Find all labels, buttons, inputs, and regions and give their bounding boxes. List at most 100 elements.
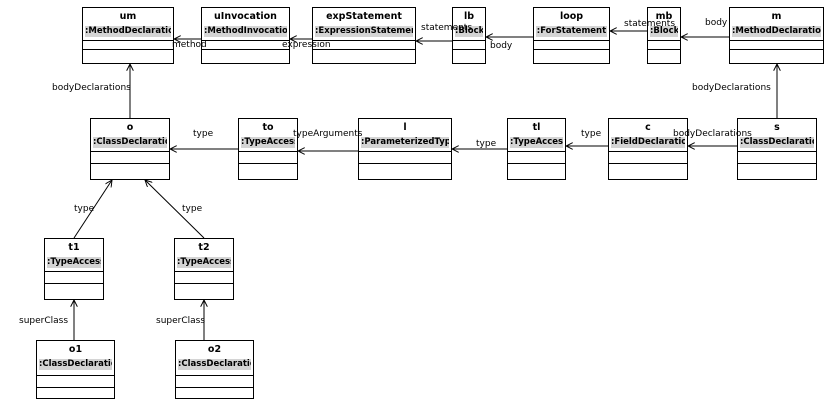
object-m[interactable]: m :MethodDeclaration — [729, 7, 824, 64]
compartment-divider — [91, 151, 169, 152]
compartment-divider — [91, 163, 169, 164]
object-uinvocation[interactable]: uInvocation :MethodInvocation — [201, 7, 290, 64]
object-class: :FieldDeclaration — [611, 137, 685, 148]
object-lb[interactable]: lb :Block — [452, 7, 486, 64]
edge-t2-to-o — [145, 180, 205, 239]
object-loop[interactable]: loop :ForStatement — [533, 7, 610, 64]
object-t2[interactable]: t2 :TypeAccess — [174, 238, 234, 300]
compartment-divider — [239, 151, 297, 152]
object-class: :MethodInvocation — [204, 26, 287, 37]
object-s[interactable]: s :ClassDeclaration — [737, 118, 817, 180]
object-name: uInvocation — [214, 11, 277, 22]
edge-label-statements-lb: statements — [421, 23, 473, 33]
compartment-divider — [359, 163, 451, 164]
compartment-divider — [453, 49, 485, 50]
object-name: o1 — [68, 344, 83, 355]
object-name: o — [126, 122, 134, 133]
object-name: t2 — [198, 242, 210, 253]
compartment-divider — [202, 40, 289, 41]
compartment-divider — [648, 40, 680, 41]
object-class: :ExpressionStatement — [315, 26, 413, 37]
object-class: :ClassDeclaration — [178, 359, 251, 370]
compartment-divider — [534, 40, 609, 41]
compartment-divider — [738, 163, 816, 164]
compartment-divider — [534, 49, 609, 50]
compartment-divider — [453, 40, 485, 41]
object-class: :Block — [650, 26, 678, 37]
object-tl[interactable]: tl :TypeAccess — [507, 118, 566, 180]
object-class: :Block — [455, 26, 483, 37]
edge-label-typearguments: typeArguments — [293, 129, 363, 139]
compartment-divider — [45, 271, 103, 272]
object-name: l — [403, 122, 407, 133]
object-um[interactable]: um :MethodDeclaration — [82, 7, 174, 64]
compartment-divider — [175, 283, 233, 284]
compartment-divider — [45, 283, 103, 284]
object-class: :MethodDeclaration — [85, 26, 171, 37]
compartment-divider — [730, 40, 823, 41]
compartment-divider — [176, 375, 253, 376]
compartment-divider — [83, 40, 173, 41]
compartment-divider — [176, 387, 253, 388]
object-name: o2 — [207, 344, 222, 355]
object-name: loop — [559, 11, 584, 22]
object-name: tl — [532, 122, 541, 133]
object-o[interactable]: o :ClassDeclaration — [90, 118, 170, 180]
object-name: mb — [655, 11, 673, 22]
compartment-divider — [648, 49, 680, 50]
edge-label-bodydeclarations-s-c: bodyDeclarations — [673, 129, 752, 139]
edge-label-bodydeclarations-o: bodyDeclarations — [52, 83, 131, 93]
edge-label-type-c: type — [581, 129, 602, 139]
edge-label-type-t1: type — [74, 204, 95, 214]
object-name: lb — [463, 11, 475, 22]
object-o2[interactable]: o2 :ClassDeclaration — [175, 340, 254, 399]
object-c[interactable]: c :FieldDeclaration — [608, 118, 688, 180]
edge-label-expression: expression — [282, 40, 331, 50]
object-class: :ParameterizedType — [361, 137, 449, 148]
object-class: :MethodDeclaration — [732, 26, 821, 37]
object-o1[interactable]: o1 :ClassDeclaration — [36, 340, 115, 399]
object-name: to — [262, 122, 274, 133]
object-to[interactable]: to :TypeAccess — [238, 118, 298, 180]
edge-label-body-m: body — [705, 18, 728, 28]
compartment-divider — [508, 151, 565, 152]
edge-label-type-to: type — [193, 129, 214, 139]
edge-label-statements-mb: statements — [624, 19, 676, 29]
compartment-divider — [313, 40, 415, 41]
compartment-divider — [738, 151, 816, 152]
object-class: :ClassDeclaration — [39, 359, 112, 370]
edge-label-method: method — [172, 40, 207, 50]
edge-t1-to-o — [73, 180, 112, 239]
object-class: :ForStatement — [536, 26, 607, 37]
compartment-divider — [202, 49, 289, 50]
object-mb[interactable]: mb :Block — [647, 7, 681, 64]
object-name: c — [645, 122, 651, 133]
object-class: :TypeAccess — [47, 257, 101, 268]
object-name: s — [774, 122, 780, 133]
compartment-divider — [609, 151, 687, 152]
object-class: :TypeAccess — [177, 257, 231, 268]
object-t1[interactable]: t1 :TypeAccess — [44, 238, 104, 300]
object-class: :ClassDeclaration — [740, 137, 814, 148]
compartment-divider — [175, 271, 233, 272]
compartment-divider — [37, 375, 114, 376]
edge-label-type-t2: type — [182, 204, 203, 214]
object-expstatement[interactable]: expStatement :ExpressionStatement — [312, 7, 416, 64]
object-name: m — [771, 11, 782, 22]
object-class: :ClassDeclaration — [93, 137, 167, 148]
compartment-divider — [730, 49, 823, 50]
compartment-divider — [239, 163, 297, 164]
edge-label-superclass-o2: superClass — [156, 316, 206, 326]
edge-label-superclass-o1: superClass — [19, 316, 69, 326]
edge-label-type-tl: type — [476, 139, 497, 149]
object-class: :TypeAccess — [510, 137, 563, 148]
object-l[interactable]: l :ParameterizedType — [358, 118, 452, 180]
compartment-divider — [313, 49, 415, 50]
compartment-divider — [508, 163, 565, 164]
compartment-divider — [359, 151, 451, 152]
object-name: t1 — [68, 242, 80, 253]
edge-label-bodydeclarations-s-m: bodyDeclarations — [692, 83, 771, 93]
compartment-divider — [609, 163, 687, 164]
